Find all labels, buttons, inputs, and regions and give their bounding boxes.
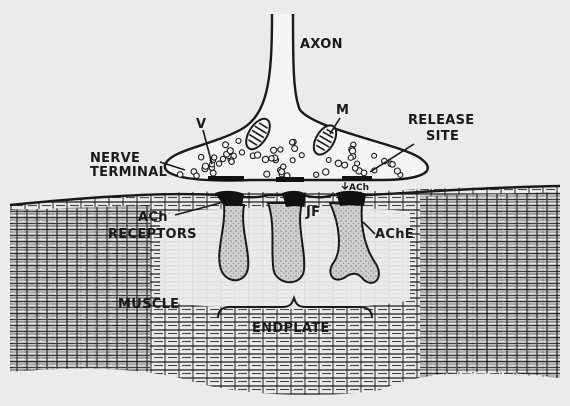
junctional-fold [219, 205, 248, 280]
active-zone [276, 177, 304, 182]
synaptic-vesicle [292, 146, 298, 152]
synaptic-vesicle [299, 153, 304, 158]
synaptic-vesicle [198, 154, 203, 159]
synaptic-vesicle [361, 170, 367, 176]
release-site-label-line2: SITE [426, 129, 459, 144]
synaptic-vesicle [394, 168, 400, 174]
synaptic-vesicle [227, 148, 233, 154]
synaptic-vesicle [236, 138, 241, 143]
synaptic-vesicle [278, 147, 283, 152]
synaptic-vesicle [239, 150, 244, 155]
synaptic-vesicle [269, 156, 274, 161]
mitochondrion-label: M [336, 103, 349, 118]
synaptic-vesicle [372, 153, 377, 158]
ach-receptors-label-line1: ACh [138, 210, 168, 225]
synaptic-vesicle [212, 155, 217, 160]
synaptic-vesicle [348, 155, 353, 160]
synaptic-vesicle [264, 171, 270, 177]
ach-receptor [282, 191, 306, 207]
synaptic-vesicle [271, 147, 277, 153]
active-zone [208, 176, 244, 181]
synaptic-vesicle [254, 152, 260, 158]
endplate-label: ENDPLATE [252, 321, 330, 336]
ach-diffusion-arrows [342, 182, 348, 189]
vesicle-label: V [196, 117, 206, 132]
ache-label: AChE [375, 227, 414, 242]
synaptic-vesicle [314, 172, 319, 177]
active-zone [342, 176, 372, 181]
junctional-fold-label: JF [305, 205, 320, 220]
synaptic-vesicle [262, 156, 268, 162]
nerve-terminal-label-line2: TERMINAL [90, 165, 167, 180]
ach-receptor [336, 191, 366, 206]
muscle-label: MUSCLE [118, 297, 179, 312]
synaptic-vesicle [177, 172, 183, 178]
nerve-terminal-label-line1: NERVE [90, 151, 140, 166]
synaptic-vesicle [210, 170, 216, 176]
ach-receptors-label-line2: RECEPTORS [108, 227, 197, 242]
axon-label: AXON [300, 37, 343, 52]
synaptic-vesicle [194, 173, 200, 179]
synaptic-vesicle [220, 156, 225, 161]
synaptic-vesicle [352, 165, 358, 171]
junctional-folds [219, 203, 379, 283]
synaptic-vesicle [326, 158, 331, 163]
synaptic-vesicle [279, 169, 285, 175]
junctional-fold [268, 203, 304, 282]
synaptic-vesicle [290, 140, 295, 145]
synaptic-vesicle [335, 160, 341, 166]
release-site-label-line1: RELEASE [408, 113, 474, 128]
ach-small-label: ACh [349, 183, 369, 193]
synaptic-vesicle [229, 159, 234, 164]
synaptic-vesicle [390, 162, 396, 168]
axon [165, 14, 428, 180]
synaptic-vesicle [342, 162, 348, 168]
synaptic-vesicle [217, 161, 222, 166]
ach-receptor-caps [215, 191, 366, 207]
synaptic-vesicle [202, 163, 208, 169]
synaptic-vesicle [323, 169, 329, 175]
synaptic-vesicle [223, 142, 229, 148]
synaptic-vesicle [290, 158, 295, 163]
